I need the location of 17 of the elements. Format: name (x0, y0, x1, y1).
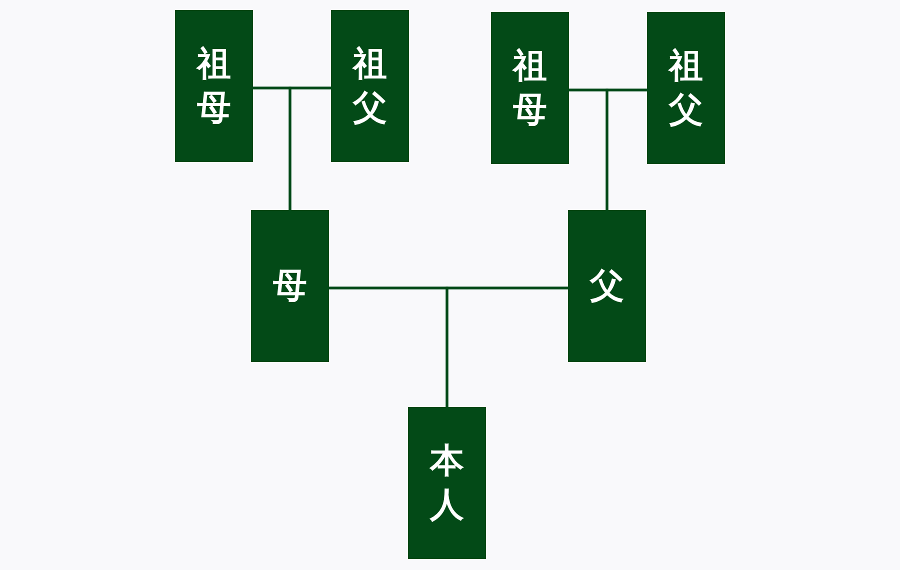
connector-line (606, 88, 647, 210)
person-label: 祖母 (511, 44, 548, 132)
connector-line (288, 86, 331, 210)
person-box (408, 407, 486, 559)
person-label: 祖父 (351, 42, 388, 130)
connector-line (446, 286, 568, 407)
person-box (251, 210, 329, 362)
person-label: 祖母 (195, 42, 232, 130)
person-label: 母 (272, 264, 308, 308)
person-label: 祖父 (667, 44, 704, 132)
person-box (647, 12, 725, 164)
person-box (491, 12, 569, 164)
person-label: 父 (588, 264, 625, 308)
person-box (331, 10, 409, 162)
person-box (175, 10, 253, 162)
person-label: 本人 (428, 440, 465, 527)
person-box (568, 210, 646, 362)
